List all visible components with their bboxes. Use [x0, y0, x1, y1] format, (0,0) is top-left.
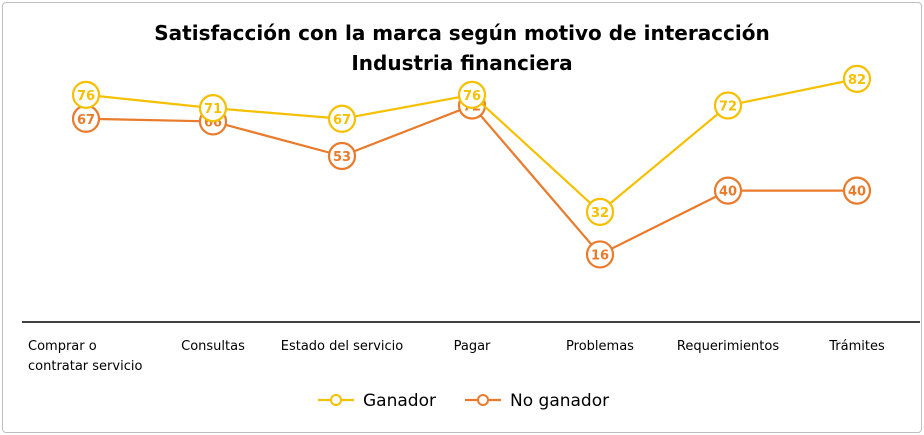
- data-label: 67: [77, 113, 95, 128]
- chart-subtitle: Industria financiera: [351, 51, 573, 75]
- data-label: 76: [77, 89, 95, 104]
- data-point: [842, 64, 872, 93]
- chart-title-block: Satisfacción con la marca según motivo d…: [0, 18, 924, 78]
- data-label: 71: [204, 102, 222, 117]
- data-label: 53: [333, 150, 351, 165]
- legend-label: No ganador: [510, 391, 609, 411]
- data-point: [585, 240, 615, 269]
- x-tick-label: Consultas: [181, 339, 245, 354]
- data-label: 16: [591, 248, 609, 263]
- data-label: 72: [719, 99, 737, 114]
- legend: Ganador No ganador: [318, 391, 609, 411]
- series-ganador: 76 71 67 76 32 72 82: [71, 64, 872, 226]
- data-point: [198, 94, 228, 123]
- legend-label: Ganador: [363, 391, 436, 411]
- chart-title: Satisfacción con la marca según motivo d…: [154, 21, 770, 45]
- data-label: 40: [848, 185, 866, 200]
- data-point: [457, 80, 487, 109]
- data-label: 76: [463, 89, 481, 104]
- series-layer: 6766537216404076716776327282: [71, 64, 872, 269]
- data-label: 32: [591, 206, 609, 221]
- legend-marker: [330, 394, 342, 406]
- data-label: 67: [333, 113, 351, 128]
- data-point: [713, 176, 743, 205]
- x-tick-label: Estado del servicio: [281, 339, 404, 354]
- data-label: 82: [848, 73, 866, 88]
- x-tick-label: Problemas: [566, 339, 634, 354]
- x-tick-label: Pagar: [454, 339, 491, 354]
- data-point: [842, 176, 872, 205]
- data-point: [327, 141, 357, 171]
- data-label: 40: [719, 185, 737, 200]
- legend-item: No ganador: [465, 391, 609, 411]
- data-point: [327, 104, 357, 133]
- data-point: [71, 80, 101, 109]
- legend-marker: [477, 394, 489, 406]
- x-tick-label: Trámites: [828, 339, 885, 354]
- data-point: [585, 197, 615, 226]
- series-no-ganador: 67665372164040: [71, 91, 872, 269]
- legend-item: Ganador: [318, 391, 436, 411]
- x-tick-label: Requerimientos: [677, 339, 779, 354]
- data-point: [713, 91, 743, 120]
